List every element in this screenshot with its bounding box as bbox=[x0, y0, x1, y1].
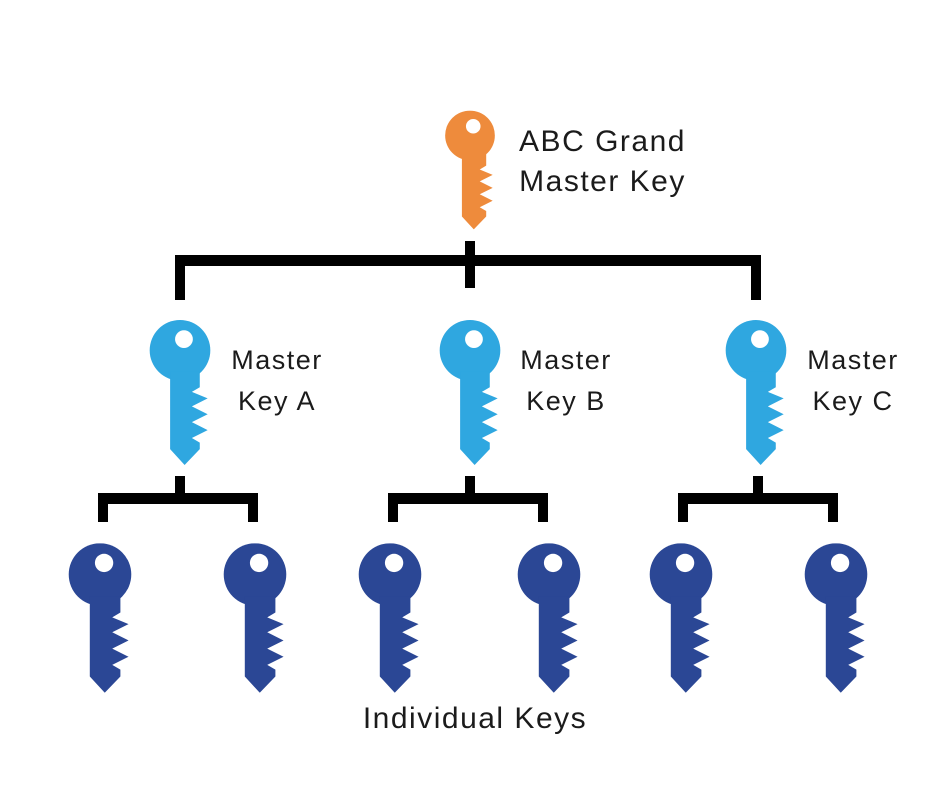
connector-master-c-drop-right bbox=[828, 504, 838, 522]
connector-master-c-drop-left bbox=[678, 504, 688, 522]
individual-key-4-icon bbox=[515, 543, 583, 693]
individual-key-5-icon bbox=[647, 543, 715, 693]
connector-master-a-drop-right bbox=[248, 504, 258, 522]
connector-master-a-drop-left bbox=[98, 504, 108, 522]
master-key-c-label-line2: Key C bbox=[812, 386, 894, 416]
connector-grand-hbar bbox=[175, 255, 761, 266]
master-key-b-label: Master Key B bbox=[496, 340, 636, 422]
individual-keys-label: Individual Keys bbox=[362, 702, 588, 735]
individual-key-6-icon bbox=[802, 543, 870, 693]
connector-master-c-hbar bbox=[678, 493, 838, 504]
master-key-c-label-line1: Master bbox=[807, 345, 899, 375]
connector-master-b-stub bbox=[465, 476, 475, 493]
connector-drop-master-a bbox=[175, 266, 185, 300]
individual-key-3-icon bbox=[356, 543, 424, 693]
connector-master-b-drop-left bbox=[388, 504, 398, 522]
connector-master-a-stub bbox=[175, 476, 185, 493]
grand-master-key-label-line1: ABC Grand bbox=[519, 125, 686, 158]
connector-drop-master-b bbox=[465, 266, 475, 288]
grand-master-key-label-line2: Master Key bbox=[519, 165, 686, 198]
master-key-a-label-line1: Master bbox=[231, 345, 323, 375]
grand-master-key-label: ABC Grand Master Key bbox=[505, 122, 700, 202]
master-key-a-label: Master Key A bbox=[207, 340, 347, 422]
individual-key-2-icon bbox=[221, 543, 289, 693]
connector-master-c-stub bbox=[753, 476, 763, 493]
master-key-b-label-line2: Key B bbox=[526, 386, 606, 416]
master-key-c-label: Master Key C bbox=[783, 340, 923, 422]
connector-master-b-drop-right bbox=[538, 504, 548, 522]
connector-master-b-hbar bbox=[388, 493, 548, 504]
individual-key-1-icon bbox=[66, 543, 134, 693]
connector-drop-master-c bbox=[751, 266, 761, 300]
master-key-a-icon bbox=[147, 320, 213, 465]
master-key-c-icon bbox=[723, 320, 789, 465]
master-key-b-icon bbox=[437, 320, 503, 465]
master-key-a-label-line2: Key A bbox=[237, 386, 317, 416]
grand-master-key-icon bbox=[443, 110, 497, 230]
master-key-b-label-line1: Master bbox=[520, 345, 612, 375]
connector-grand-stub bbox=[465, 241, 475, 257]
connector-master-a-hbar bbox=[98, 493, 258, 504]
